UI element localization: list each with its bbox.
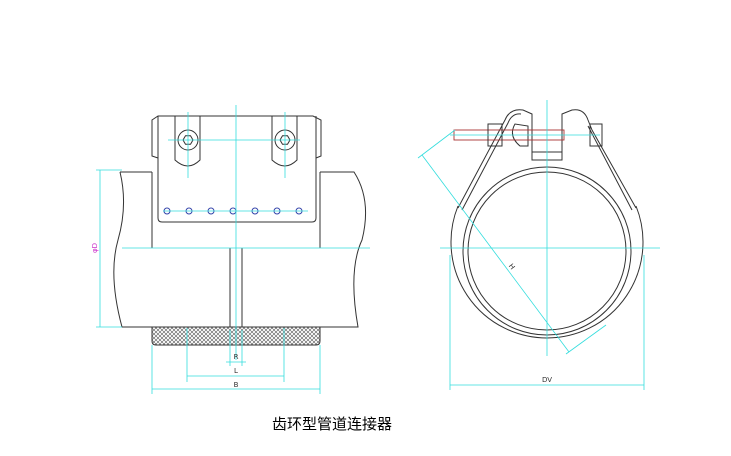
- h-label: H: [507, 262, 517, 271]
- r-label: R: [234, 353, 239, 361]
- pipe-right: [241, 171, 367, 328]
- front-view: H DV: [417, 100, 660, 390]
- clamp-strap-left: [457, 109, 533, 211]
- drawing-caption: 齿环型管道连接器: [272, 415, 393, 433]
- clamp-strap-right: [561, 109, 637, 211]
- side-view: φD R L B: [91, 105, 370, 394]
- dim-ext: [417, 129, 456, 159]
- l-label: L: [234, 367, 238, 375]
- housing-plate: [157, 116, 317, 218]
- dv-label: DV: [542, 376, 552, 384]
- clamp-lugs: [511, 123, 563, 161]
- pipe-left: [113, 171, 231, 328]
- dim-h-line: [421, 154, 570, 353]
- dim-ext: [565, 324, 607, 355]
- b-label: B: [234, 381, 239, 389]
- housing-body: [151, 115, 322, 223]
- diameter-label: φD: [91, 243, 99, 253]
